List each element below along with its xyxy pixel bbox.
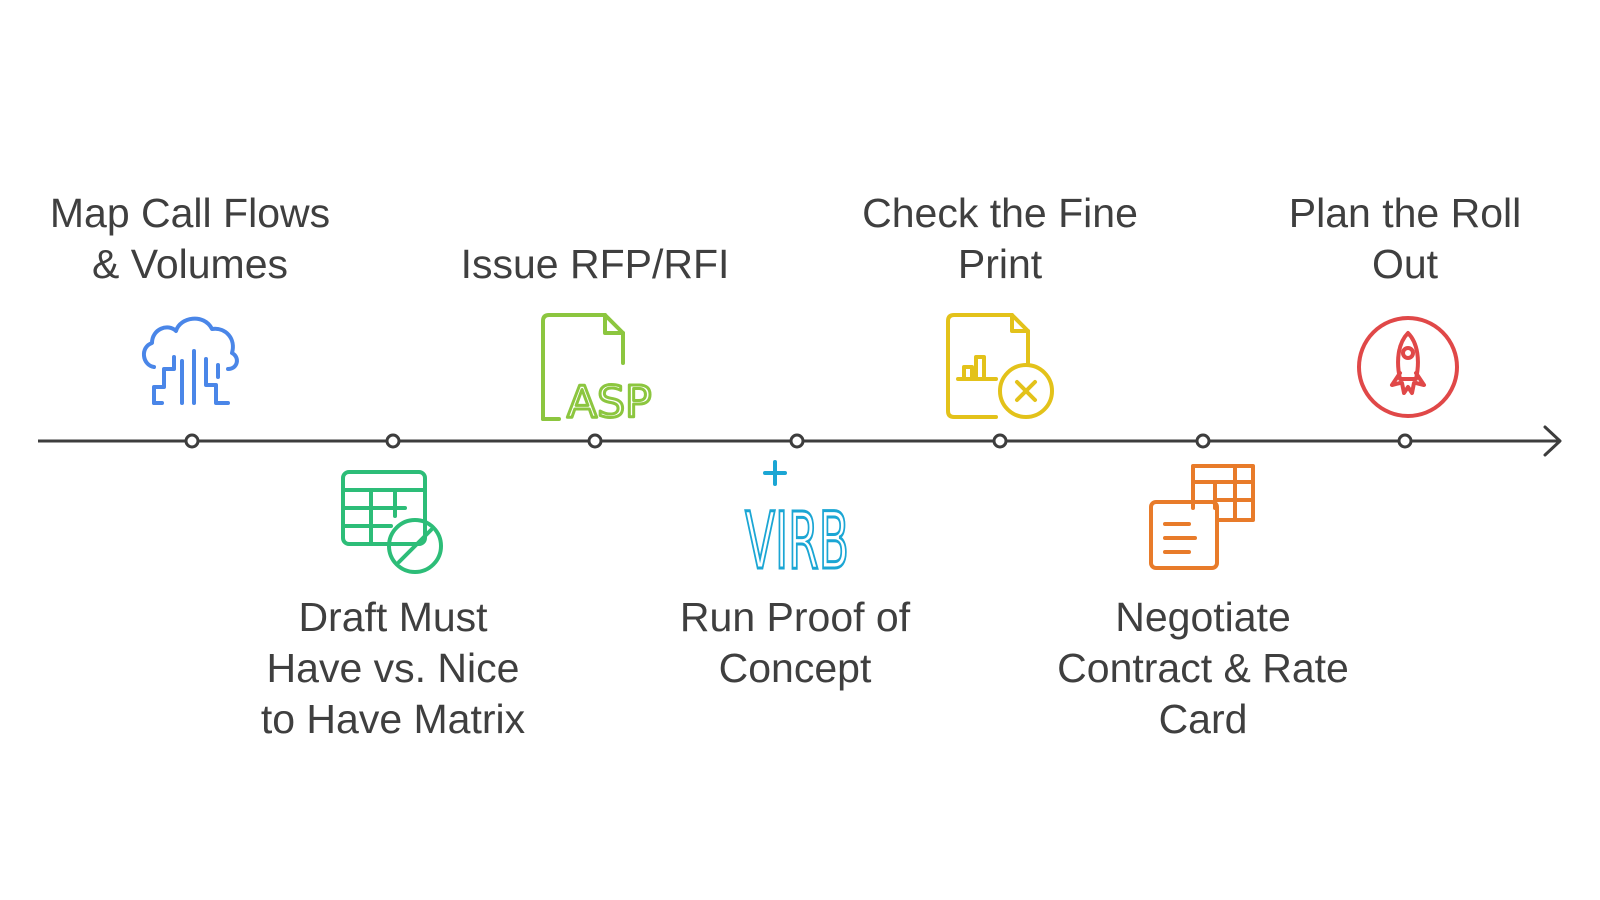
step-3-label: Issue RFP/RFI xyxy=(460,241,730,287)
asp-glyph: ASP xyxy=(567,377,652,428)
step-5-label: Check the Fine Print xyxy=(862,190,1138,287)
cloud-data-icon xyxy=(132,307,252,427)
timeline-node-1 xyxy=(184,433,200,449)
timeline-arrowhead xyxy=(1543,425,1562,457)
timeline-node-3 xyxy=(587,433,603,449)
report-cancel-icon xyxy=(942,307,1062,427)
step-4-label: Run Proof of Concept xyxy=(679,594,911,691)
timeline-node-5 xyxy=(992,433,1008,449)
virb-glyph: VIRB xyxy=(745,497,849,587)
timeline-node-6 xyxy=(1195,433,1211,449)
step-6-label: Negotiate Contract & Rate Card xyxy=(1057,594,1349,742)
timeline-node-7 xyxy=(1397,433,1413,449)
asp-file-icon: ASP xyxy=(535,307,655,430)
rocket-icon xyxy=(1348,307,1468,427)
timeline-node-4 xyxy=(789,433,805,449)
step-2-label: Draft Must Have vs. Nice to Have Matrix xyxy=(260,594,526,742)
virb-icon: VIRB xyxy=(737,458,857,589)
step-1-label: Map Call Flows & Volumes xyxy=(49,190,331,287)
rate-card-icon xyxy=(1145,458,1265,578)
timeline-node-2 xyxy=(385,433,401,449)
table-block-icon xyxy=(333,458,453,578)
step-7-label: Plan the Roll Out xyxy=(1288,190,1522,287)
